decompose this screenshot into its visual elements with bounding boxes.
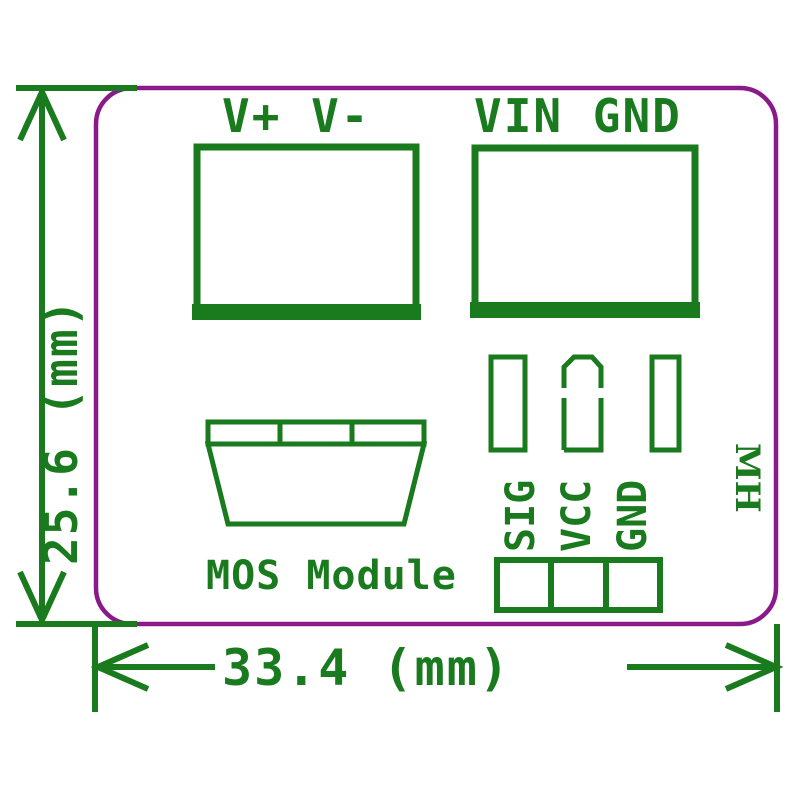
mosfet-tab-strip [205, 419, 427, 447]
label-brand-mh: MH [727, 443, 767, 513]
height-arrow-bottom [17, 570, 67, 628]
output-terminal-base [192, 304, 421, 320]
output-terminal-block [192, 143, 421, 320]
height-dimension [16, 84, 137, 628]
pad-sig [488, 354, 528, 453]
input-terminal-block [470, 144, 700, 318]
mosfet-component [204, 419, 428, 527]
pad-gnd [649, 354, 682, 453]
output-terminal-body [193, 143, 420, 314]
pin-header-connector [494, 557, 663, 613]
width-arrow-left [90, 642, 150, 692]
label-pin-gnd: GND [610, 480, 656, 552]
label-pin-sig: SIG [498, 480, 544, 552]
board-outline [93, 85, 779, 627]
label-mos-module: MOS Module [206, 553, 457, 599]
width-text-mask [215, 640, 627, 696]
header-pads [488, 354, 682, 453]
width-arrow-right [724, 642, 784, 692]
width-dimension [90, 624, 784, 712]
mosfet-body [204, 441, 428, 527]
height-dimension-text: 25.6 (mm) [34, 298, 88, 565]
label-pin-vcc: VCC [554, 480, 600, 552]
input-terminal-base [470, 302, 700, 318]
width-dimension-text: 33.4 (mm) [222, 639, 511, 697]
label-input-terminal: VIN GND [474, 89, 682, 143]
pad-vcc [561, 354, 604, 453]
header-outline [494, 557, 663, 613]
label-output-terminal: V+ V- [222, 89, 370, 143]
input-terminal-body [471, 144, 699, 312]
height-arrow-top [17, 84, 67, 142]
